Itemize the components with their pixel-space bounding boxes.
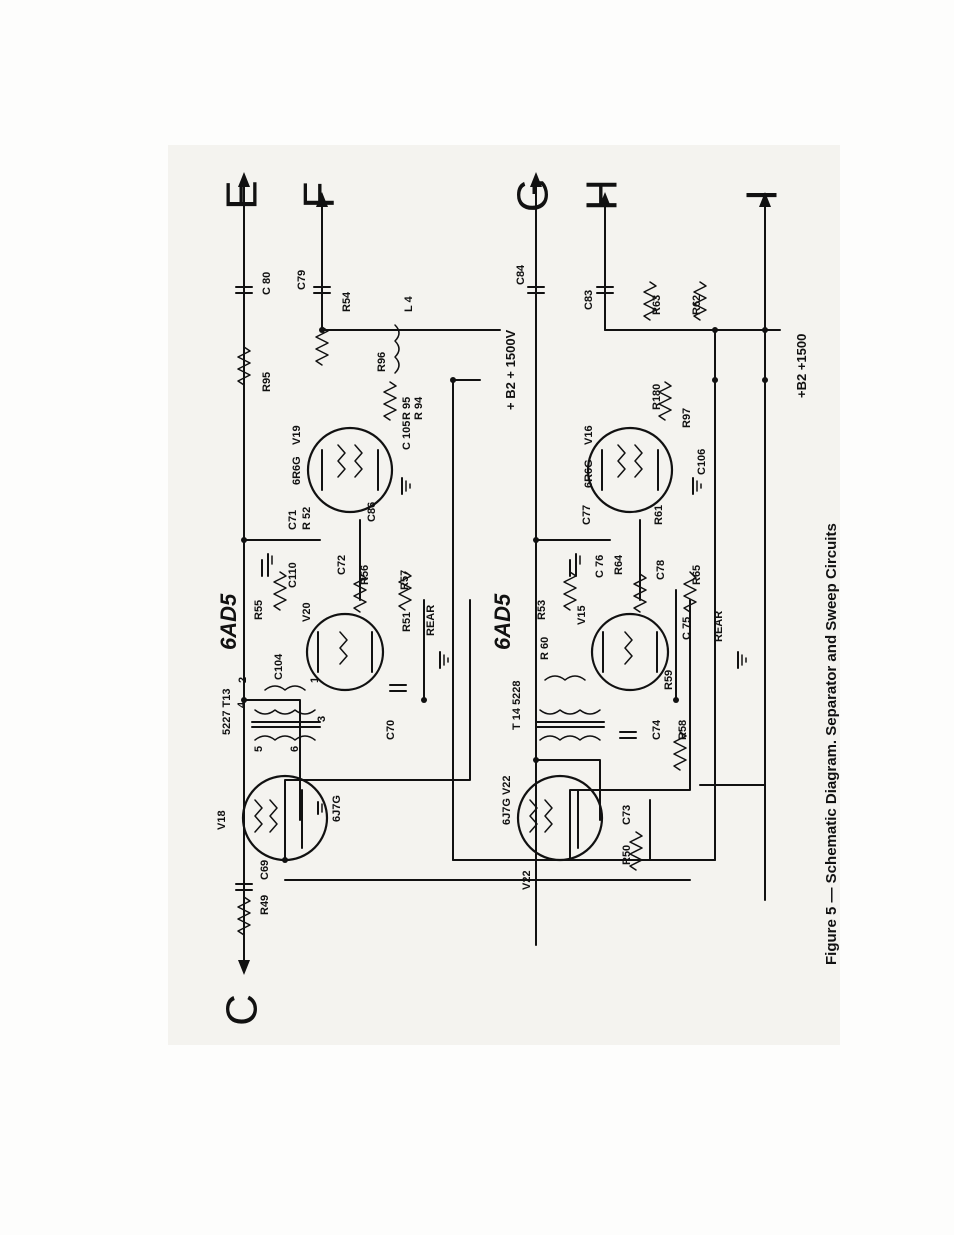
- label-r59: R59: [663, 670, 675, 690]
- ground-symbols: [267, 477, 747, 815]
- label-c86: C86: [366, 502, 378, 522]
- label-c110: C110: [287, 562, 299, 588]
- label-c75: C 75: [681, 617, 693, 640]
- label-r50: R50: [621, 845, 633, 865]
- label-r58: R58: [677, 720, 689, 740]
- label-c70: C70: [385, 720, 397, 740]
- component-labels: R49 C69 V18 6J7G 5227 T13 5 6 4 3 2 1 C1…: [216, 264, 809, 915]
- label-b2-1500v: + B2 + 1500V: [503, 329, 518, 410]
- label-r64: R64: [613, 554, 625, 575]
- label-pin1: 1: [309, 677, 321, 683]
- transformer-t13: [251, 685, 321, 741]
- label-r57: R57: [399, 570, 411, 590]
- label-c69: C69: [259, 860, 271, 880]
- tube-v16: [586, 426, 674, 514]
- label-c79: C79: [296, 270, 308, 290]
- terminal-c: C: [218, 994, 267, 1026]
- label-v15: V15: [576, 605, 588, 625]
- label-c105: C 105: [401, 421, 413, 450]
- label-c74: C74: [651, 719, 663, 740]
- tube-v15: [590, 612, 670, 692]
- label-r60: R 60: [539, 637, 551, 660]
- paper-sheet: [168, 145, 840, 1045]
- terminal-h: H: [578, 179, 627, 211]
- label-pin2: 2: [237, 677, 249, 683]
- label-r95b: R 95: [401, 397, 413, 420]
- resistor-symbols: [237, 281, 707, 936]
- terminal-i: I: [738, 189, 787, 201]
- label-r62: R62: [691, 295, 703, 315]
- label-c72: C72: [336, 555, 348, 575]
- label-v22-type: 6J7G V22: [501, 775, 513, 825]
- label-r94: R 94: [413, 396, 425, 420]
- terminal-arrows: [238, 172, 771, 975]
- label-pin5: 5: [253, 746, 265, 752]
- label-v20-type: 6AD5: [216, 593, 241, 650]
- label-v16: V16: [583, 425, 595, 445]
- label-c83: C83: [583, 290, 595, 310]
- terminal-g: G: [509, 178, 558, 212]
- label-l4: L 4: [403, 295, 415, 312]
- label-r49: R49: [259, 895, 271, 915]
- terminal-e: E: [218, 180, 267, 209]
- wiring: [243, 179, 781, 966]
- label-c84: C84: [515, 264, 527, 285]
- terminal-f: F: [295, 182, 344, 209]
- label-r56: R56: [359, 565, 371, 585]
- label-c80: C 80: [261, 272, 273, 295]
- label-r61: R61: [653, 505, 665, 525]
- label-c76: C 76: [594, 555, 606, 578]
- label-b2-1500: +B2 +1500: [794, 334, 809, 398]
- label-pin3: 3: [316, 716, 328, 722]
- tube-v20: [305, 612, 385, 692]
- label-r96: R96: [376, 352, 388, 372]
- label-v22: V22: [521, 870, 533, 890]
- label-c104: C104: [273, 653, 285, 680]
- tube-v18: [241, 774, 329, 862]
- tube-v19: [306, 426, 394, 514]
- label-r51: R51: [401, 612, 413, 632]
- label-rear-2: REAR: [713, 611, 725, 642]
- label-r52: R 52: [301, 507, 313, 530]
- label-c78: C78: [655, 560, 667, 580]
- label-t14: T 14 5228: [511, 680, 523, 730]
- label-r65: R65: [691, 565, 703, 585]
- label-r53: R53: [536, 600, 548, 620]
- label-r63: R63: [651, 295, 663, 315]
- label-v20: V20: [301, 602, 313, 622]
- label-pin4: 4: [236, 701, 248, 708]
- label-c71: C71: [287, 510, 299, 530]
- label-r95a: R95: [261, 372, 273, 392]
- label-r54: R54: [341, 291, 353, 312]
- label-c73: C73: [621, 805, 633, 825]
- transformer-t14: [535, 675, 605, 741]
- inductor-l4: [394, 324, 400, 374]
- label-rear-1: REAR: [425, 605, 437, 636]
- label-v19-type: 6R6G: [291, 456, 303, 485]
- figure-caption: Figure 5 — Schematic Diagram. Separator …: [823, 523, 840, 965]
- terminal-labels: C E F G H I: [218, 178, 787, 1026]
- label-v18: V18: [216, 810, 228, 830]
- label-v16-type: 6R6G: [583, 459, 595, 488]
- label-pin6: 6: [289, 746, 301, 752]
- label-v18-type: 6J7G: [331, 795, 343, 822]
- label-r97: R97: [681, 408, 693, 428]
- label-v19: V19: [291, 425, 303, 445]
- label-r180: R180: [651, 384, 663, 410]
- label-t13: 5227 T13: [221, 689, 233, 735]
- label-c106: C106: [696, 449, 708, 475]
- tube-v22: [516, 774, 604, 862]
- label-r55: R55: [253, 600, 265, 620]
- label-c77: C77: [581, 505, 593, 525]
- label-v15-type: 6AD5: [490, 593, 515, 650]
- capacitor-symbols: [235, 286, 637, 891]
